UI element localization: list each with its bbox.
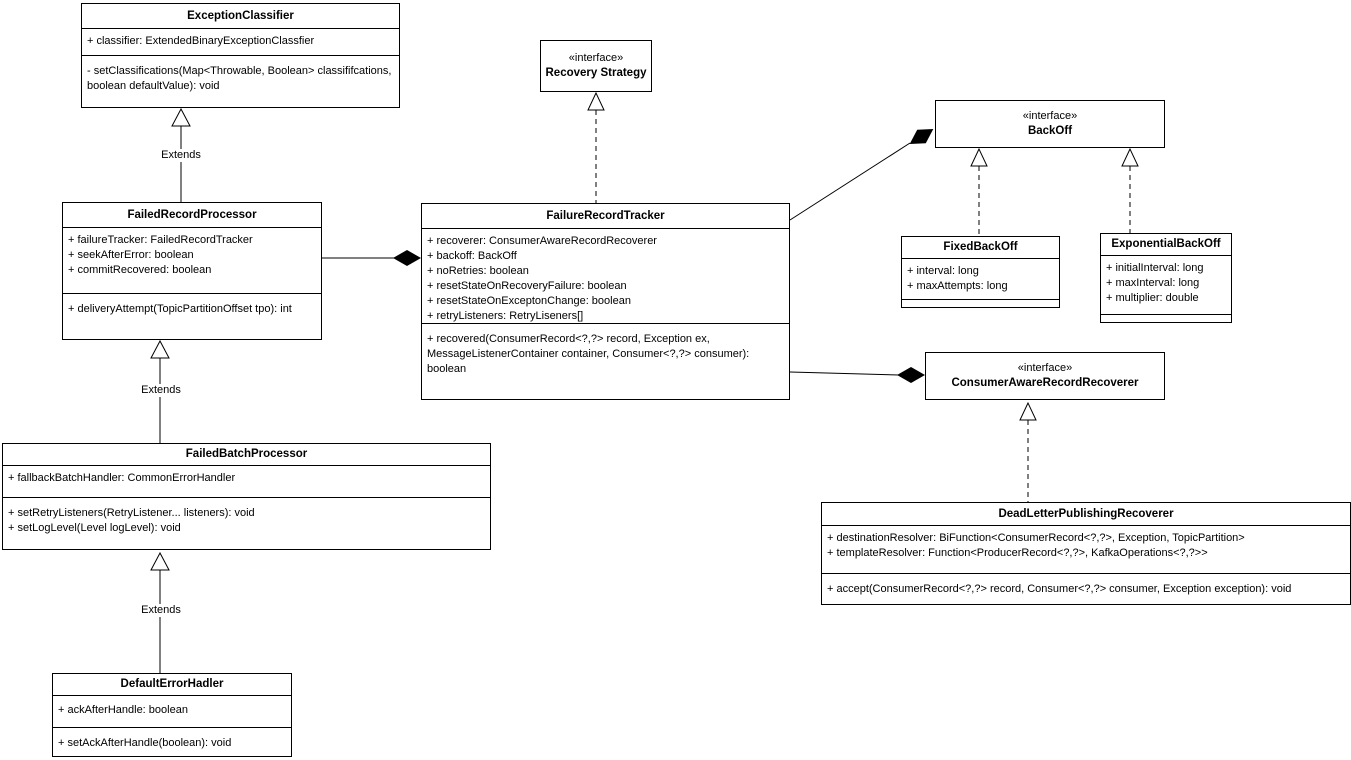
stereotype-label: «interface»: [1017, 362, 1073, 374]
extends-arrow-icon: [171, 107, 191, 127]
class-attribute: + noRetries: boolean: [427, 265, 529, 277]
extends-label: Extends: [139, 384, 183, 397]
class-title: ExceptionClassifier: [82, 4, 399, 29]
class-method: + deliveryAttempt(TopicPartitionOffset t…: [68, 303, 292, 315]
class-method: - setClassifications(Map<Throwable, Bool…: [87, 65, 392, 92]
class-attribute: + ackAfterHandle: boolean: [58, 704, 188, 716]
class-attribute: + failureTracker: FailedRecordTracker: [68, 234, 253, 246]
stereotype-label: «interface»: [1022, 110, 1078, 122]
class-failed-batch-processor: FailedBatchProcessor + fallbackBatchHand…: [2, 443, 491, 550]
interface-name: Recovery Strategy: [545, 67, 647, 79]
class-attribute: + initialInterval: long: [1106, 262, 1204, 274]
class-method: + setRetryListeners(RetryListener... lis…: [8, 507, 255, 519]
composition-diamond-icon: [897, 367, 925, 383]
class-attribute: + fallbackBatchHandler: CommonErrorHandl…: [8, 472, 236, 484]
class-title: FailedRecordProcessor: [63, 203, 321, 228]
empty-method-compartment: [1101, 315, 1231, 322]
realize-arrow-icon: [587, 91, 605, 111]
class-method: + accept(ConsumerRecord<?,?> record, Con…: [827, 583, 1292, 595]
class-title: FailedBatchProcessor: [3, 444, 490, 466]
class-attribute: + multiplier: double: [1106, 292, 1199, 304]
class-attribute: + commitRecovered: boolean: [68, 264, 212, 276]
class-attribute: + retryListeners: RetryLiseners[]: [427, 310, 584, 322]
class-attribute: + classifier: ExtendedBinaryExceptionCla…: [87, 35, 315, 47]
extends-arrow-icon: [150, 551, 170, 571]
class-attribute: + maxAttempts: long: [907, 280, 1008, 292]
class-attribute: + maxInterval: long: [1106, 277, 1200, 289]
class-title: FixedBackOff: [902, 237, 1059, 259]
class-failure-record-tracker: FailureRecordTracker + recoverer: Consum…: [421, 203, 790, 400]
composition-edge-backoff: [789, 142, 911, 221]
class-default-error-hadler: DefaultErrorHadler + ackAfterHandle: boo…: [52, 673, 292, 757]
empty-method-compartment: [902, 300, 1059, 307]
class-method: + setAckAfterHandle(boolean): void: [58, 737, 232, 749]
composition-diamond-icon: [393, 250, 421, 266]
class-attribute: + recoverer: ConsumerAwareRecordRecovere…: [427, 235, 657, 247]
class-title: FailureRecordTracker: [422, 204, 789, 229]
extends-label: Extends: [139, 604, 183, 617]
class-title: DeadLetterPublishingRecoverer: [822, 503, 1350, 526]
composition-edge-recoverer: [789, 371, 900, 376]
class-fixed-backoff: FixedBackOff + interval: long + maxAttem…: [901, 236, 1060, 308]
class-failed-record-processor: FailedRecordProcessor + failureTracker: …: [62, 202, 322, 340]
class-title: ExponentialBackOff: [1101, 234, 1231, 256]
stereotype-label: «interface»: [568, 52, 624, 64]
class-method: + setLogLevel(Level logLevel): void: [8, 522, 181, 534]
extends-label: Extends: [159, 149, 203, 162]
class-title: DefaultErrorHadler: [53, 674, 291, 696]
composition-diamond-icon: [909, 128, 934, 145]
class-exception-classifier: ExceptionClassifier + classifier: Extend…: [81, 3, 400, 108]
class-exponential-backoff: ExponentialBackOff + initialInterval: lo…: [1100, 233, 1232, 323]
class-dead-letter-publishing-recoverer: DeadLetterPublishingRecoverer + destinat…: [821, 502, 1351, 605]
class-attribute: + templateResolver: Function<ProducerRec…: [827, 547, 1208, 559]
class-attribute: + interval: long: [907, 265, 979, 277]
class-attribute: + seekAfterError: boolean: [68, 249, 194, 261]
class-method: + recovered(ConsumerRecord<?,?> record, …: [427, 333, 750, 375]
interface-backoff: «interface» BackOff: [935, 100, 1165, 148]
realize-arrow-icon: [1019, 401, 1037, 421]
class-attribute: + backoff: BackOff: [427, 250, 517, 262]
class-attribute: + destinationResolver: BiFunction<Consum…: [827, 532, 1245, 544]
interface-recovery-strategy: «interface» Recovery Strategy: [540, 40, 652, 92]
realize-arrow-icon: [1121, 147, 1139, 167]
class-attribute: + resetStateOnExceptonChange: boolean: [427, 295, 631, 307]
class-attribute: + resetStateOnRecoveryFailure: boolean: [427, 280, 627, 292]
extends-arrow-icon: [150, 339, 170, 359]
realize-arrow-icon: [970, 147, 988, 167]
interface-name: ConsumerAwareRecordRecoverer: [951, 377, 1139, 389]
interface-name: BackOff: [1027, 125, 1073, 137]
interface-consumer-aware-record-recoverer: «interface» ConsumerAwareRecordRecoverer: [925, 352, 1165, 400]
